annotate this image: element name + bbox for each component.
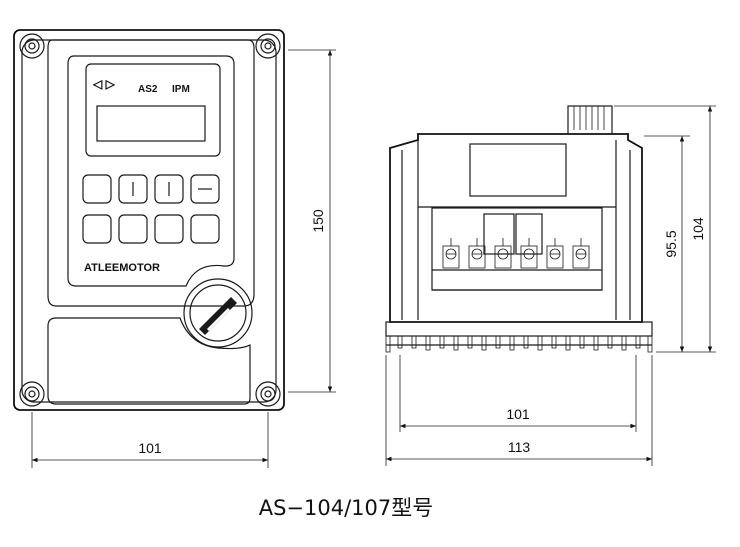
inner-width-dimension-value: 101 — [506, 406, 530, 422]
keypad-key[interactable] — [154, 174, 184, 204]
keypad-key[interactable] — [118, 214, 148, 244]
side-view: 101 113 95.5 104 — [385, 105, 716, 466]
corner-screw — [255, 33, 281, 59]
top-connector — [567, 105, 613, 135]
potentiometer-knob[interactable] — [183, 278, 253, 348]
terminal-cover — [47, 317, 251, 405]
keypad-key[interactable] — [154, 214, 184, 244]
corner-screw — [255, 381, 281, 407]
corner-screw — [19, 381, 45, 407]
brand-label: ATLEEMOTOR — [84, 262, 160, 274]
front-housing — [13, 29, 285, 411]
keypad-key[interactable] — [118, 174, 148, 204]
terminal-block — [442, 238, 590, 269]
keypad-panel — [67, 55, 235, 287]
corner-screw — [19, 33, 45, 59]
total-height-dimension-value: 104 — [690, 217, 706, 241]
terminal-compartment — [431, 207, 603, 291]
keypad-key[interactable] — [190, 174, 220, 204]
keypad-key[interactable] — [190, 214, 220, 244]
heatsink-fins — [385, 336, 653, 353]
keypad-key[interactable] — [82, 214, 112, 244]
mode-label: AS2 — [138, 84, 158, 95]
lcd-screen — [96, 105, 206, 142]
front-view: ◁ ▷ AS2 IPM ATLEEMOTOR 101 — [13, 29, 336, 468]
height-dimension-value: 150 — [310, 209, 326, 233]
body-height-dimension-value: 95.5 — [663, 230, 679, 257]
width-dimension-value: 101 — [138, 440, 162, 456]
module-label: IPM — [172, 84, 190, 95]
side-window — [469, 143, 567, 197]
outer-width-dimension-value: 113 — [508, 439, 531, 455]
keypad-key[interactable] — [82, 174, 112, 204]
nav-arrows-label: ◁ ▷ — [92, 77, 116, 91]
model-caption: AS−104/107型号 — [259, 496, 434, 520]
heatsink-base — [385, 321, 653, 337]
